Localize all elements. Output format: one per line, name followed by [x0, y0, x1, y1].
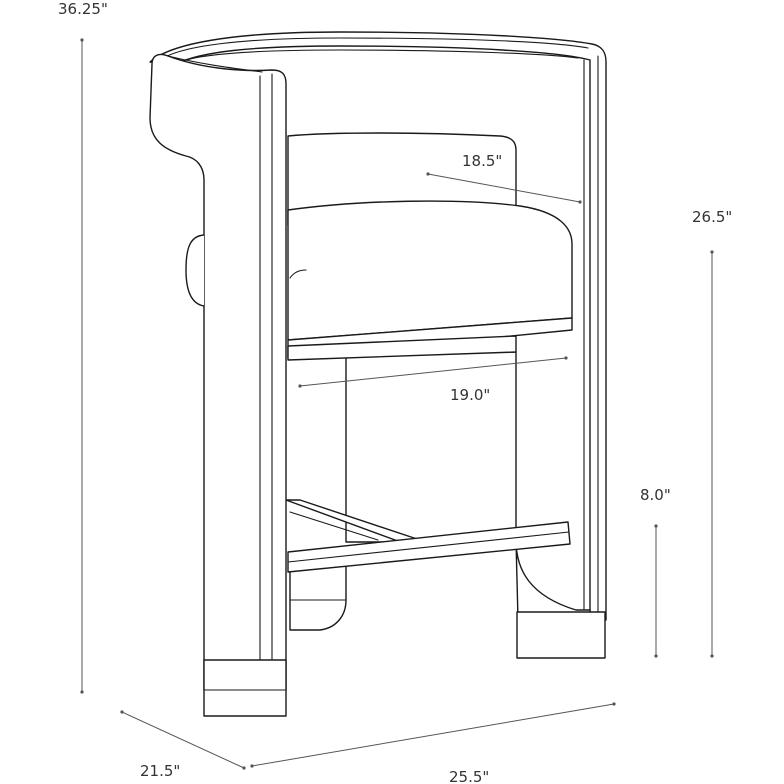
seat-height-label: 26.5" [692, 208, 732, 226]
seat-width-label: 19.0" [450, 386, 490, 404]
width-label: 25.5" [449, 768, 489, 784]
rear-left-leg [289, 564, 347, 631]
back-shell [149, 31, 607, 621]
width-line [251, 703, 615, 767]
footrest-front-bar-edge [287, 531, 570, 563]
dimension-labels: 36.25" 18.5" 26.5" 19.0" 8.0" 21.5" 25.5… [58, 0, 732, 784]
overall-height-label: 36.25" [58, 0, 108, 18]
back-shell-inner-rim [179, 49, 579, 63]
seat-corner-tuck [289, 269, 307, 279]
seat-depth-label: 18.5" [462, 152, 502, 170]
front-side-panel [149, 53, 287, 691]
front-left-foot [203, 659, 287, 717]
seat-cushion [287, 200, 573, 341]
stool-drawing [149, 31, 607, 717]
seat-depth-line [427, 173, 581, 203]
rear-right-foot [516, 611, 606, 659]
depth-line [121, 711, 245, 769]
rear-center-support [345, 351, 517, 543]
under-seat-stretcher [287, 335, 517, 361]
side-bolster [185, 234, 205, 307]
seat-width-line [299, 357, 567, 387]
rear-right-leg [515, 539, 591, 621]
footrest-side-rail-inner [289, 511, 379, 541]
depth-label: 21.5" [140, 762, 180, 780]
dimension-lines [80, 38, 714, 770]
footrest-height-label: 8.0" [640, 486, 671, 504]
back-shell-rim-groove [159, 37, 589, 61]
front-panel-top-curve [167, 55, 263, 73]
